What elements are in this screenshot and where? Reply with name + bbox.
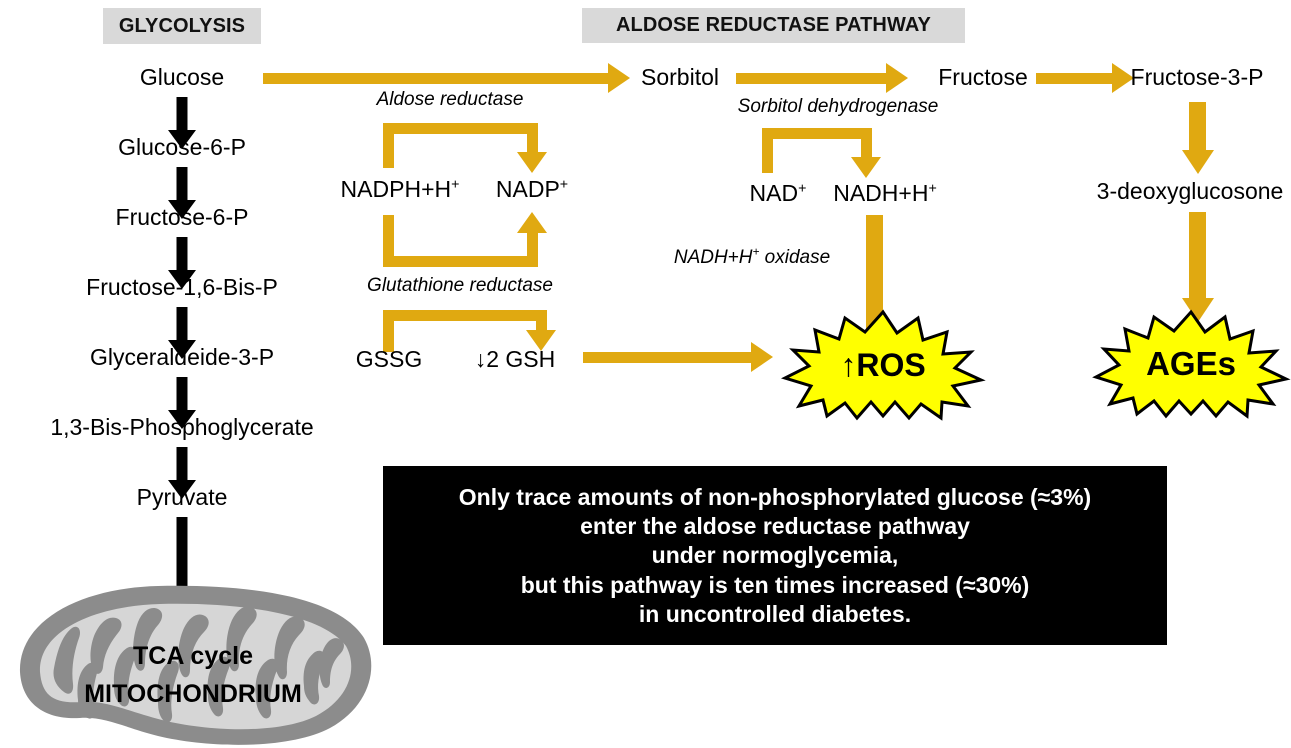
glycolysis-arrow-4 (167, 307, 197, 359)
arrow-sorbitol-to-fructose-head (886, 63, 908, 93)
cofactor-nadp-text: NADP (495, 176, 560, 202)
arrow-fructose-to-fructose3p-head (1112, 63, 1134, 93)
info-line-2: enter the aldose reductase pathway (580, 513, 970, 540)
cofactor-nadph-text: NADPH+H (340, 176, 452, 202)
glycolysis-arrow-3 (167, 237, 197, 289)
mitochondrion-illustration: TCA cycle MITOCHONDRIUM (8, 576, 378, 748)
arrow-gsh-to-ros-shaft (583, 352, 753, 363)
cofactor-nadp: NADP+ (495, 176, 569, 202)
aldose-bracket-arrowhead (517, 152, 547, 173)
metabolite-gssg: GSSG (355, 346, 423, 372)
arrow-glucose-to-sorbitol-head (608, 63, 630, 93)
burst-ages-label: AGEs (1146, 345, 1236, 382)
arrow-fructose-to-fructose3p-shaft (1036, 73, 1114, 84)
arrow-deoxyglucosone-to-ages-shaft (1189, 212, 1206, 304)
glutathione-lower-bracket-right-stem (536, 310, 547, 333)
burst-ages: AGEs (1092, 309, 1291, 419)
arrow-gsh-to-ros-head (751, 342, 773, 372)
sorbitol-dh-bracket-left-stem (762, 128, 773, 173)
aldose-bracket-top (383, 123, 538, 134)
burst-ros: ↑ROS (780, 309, 986, 421)
sorbitol-dh-bracket-right-stem (861, 128, 872, 161)
glutathione-upper-bracket-left-stem (383, 215, 394, 267)
info-line-3: under normoglycemia, (651, 542, 899, 569)
aldose-bracket-left-stem (383, 123, 394, 168)
enzyme-nadh-oxidase-pre: NADH+H (673, 247, 753, 268)
sorbitol-dh-bracket-top (762, 128, 872, 139)
sorbitol-dh-bracket-arrowhead (851, 157, 881, 178)
arrow-glucose-to-sorbitol-shaft (263, 73, 610, 84)
cofactor-nad-charge: + (798, 180, 807, 197)
node-sorbitol: Sorbitol (641, 64, 719, 90)
glutathione-upper-bracket-arrowhead (517, 212, 547, 233)
enzyme-nadh-oxidase-post: oxidase (759, 247, 831, 268)
node-fructose-6-p: Fructose-6-P (115, 204, 249, 230)
info-callout-box: Only trace amounts of non-phosphorylated… (383, 466, 1167, 645)
enzyme-label-sorbitol-dehydrogenase: Sorbitol dehydrogenase (737, 96, 939, 117)
cofactor-nadh: NADH+H+ (833, 180, 937, 206)
header-glycolysis: GLYCOLYSIS (103, 8, 261, 44)
info-line-4: but this pathway is ten times increased … (520, 571, 1030, 598)
info-line-5: in uncontrolled diabetes. (638, 600, 912, 627)
glutathione-upper-bracket-bottom (383, 256, 538, 267)
glycolysis-arrow-6 (167, 447, 197, 499)
metabolite-gsh: ↓2 GSH (474, 346, 556, 372)
enzyme-label-glutathione-reductase: Glutathione reductase (367, 275, 553, 296)
burst-ros-label: ↑ROS (840, 346, 926, 383)
mitochondrion-label: MITOCHONDRIUM (84, 680, 302, 708)
arrow-sorbitol-to-fructose-shaft (736, 73, 888, 84)
node-glucose: Glucose (139, 64, 225, 90)
glutathione-upper-bracket-right-stem (527, 232, 538, 267)
node-glyceraldeide-3-p: Glyceraldeide-3-P (89, 344, 275, 370)
glycolysis-arrow-5 (167, 377, 197, 429)
arrow-f3p-to-deoxyglucosone-shaft (1189, 102, 1206, 157)
glycolysis-arrow-2 (167, 167, 197, 219)
mitochondrion-tca-label: TCA cycle (133, 642, 253, 670)
node-3-deoxyglucosone: 3-deoxyglucosone (1096, 178, 1284, 204)
node-fructose-3-p: Fructose-3-P (1130, 64, 1264, 90)
cofactor-nadph-charge: + (451, 176, 460, 193)
enzyme-nadh-oxidase-charge: + (752, 245, 760, 259)
cofactor-nad: NAD+ (749, 180, 807, 206)
node-glucose-6-p: Glucose-6-P (118, 134, 246, 160)
node-pyruvate: Pyruvate (136, 484, 228, 510)
node-1-3-bis-phosphoglycerate: 1,3-Bis-Phosphoglycerate (50, 414, 314, 440)
aldose-bracket-right-stem (527, 123, 538, 156)
cofactor-nadh-charge: + (928, 180, 937, 197)
enzyme-label-aldose-reductase: Aldose reductase (376, 89, 524, 110)
node-fructose: Fructose (938, 64, 1028, 90)
glutathione-lower-bracket-left-stem (383, 310, 394, 352)
cofactor-nadph: NADPH+H+ (340, 176, 460, 202)
header-aldose-reductase-pathway: ALDOSE REDUCTASE PATHWAY (582, 8, 965, 43)
node-fructose-1-6-bis-p: Fructose-1,6-Bis-P (86, 274, 278, 300)
cofactor-nad-text: NAD (749, 180, 799, 206)
glutathione-lower-bracket-arrowhead (526, 330, 556, 351)
glutathione-lower-bracket-top (383, 310, 547, 321)
cofactor-nadp-charge: + (559, 176, 569, 193)
enzyme-label-nadh-oxidase: NADH+H+ oxidase (673, 245, 831, 268)
arrow-f3p-to-deoxyglucosone-head (1182, 150, 1214, 174)
info-line-1: Only trace amounts of non-phosphorylated… (458, 484, 1092, 511)
glycolysis-arrow-1 (167, 97, 197, 149)
cofactor-nadh-text: NADH+H (833, 180, 929, 206)
